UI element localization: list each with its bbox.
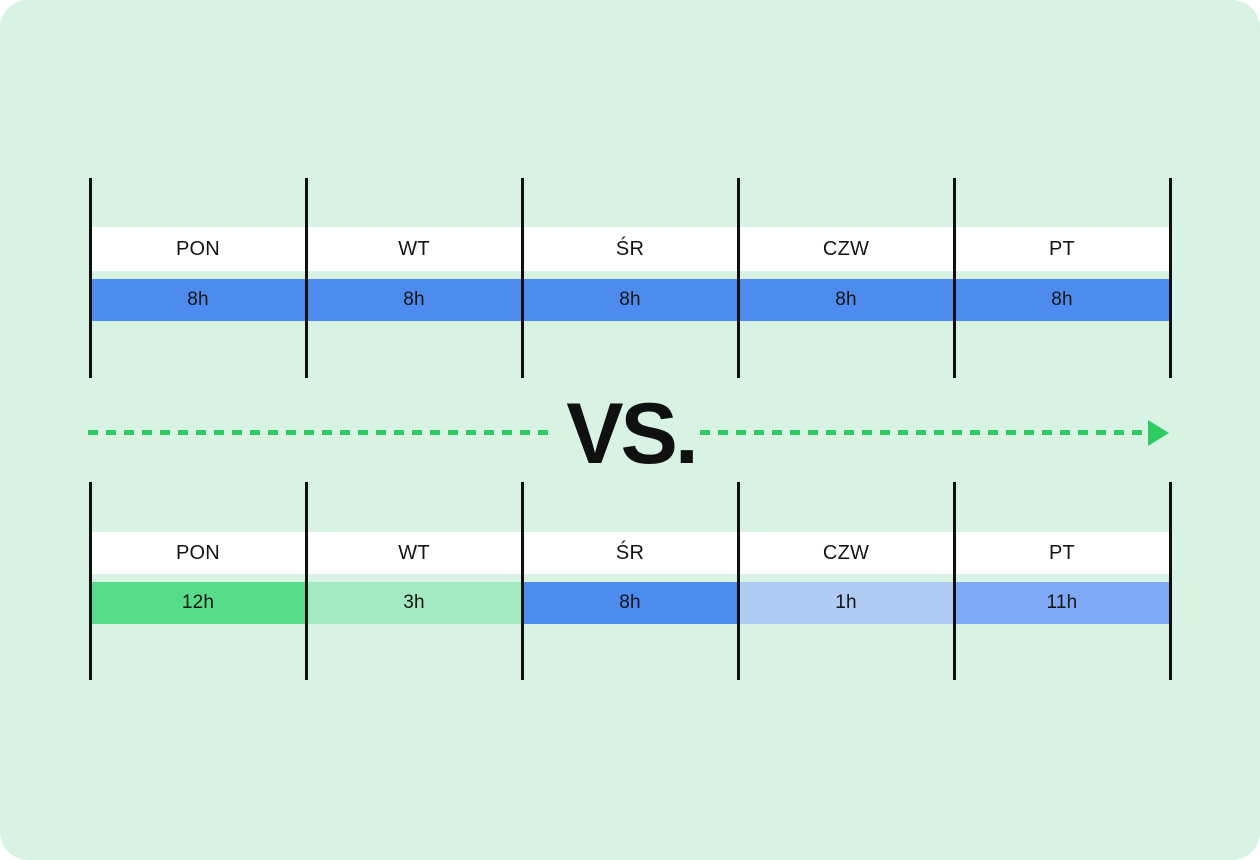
day-label-band: PON WT ŚR CZW PT: [90, 227, 1170, 271]
day-label: CZW: [822, 541, 870, 564]
arrow-dash-left: [88, 430, 553, 435]
arrow-head-icon: [1148, 420, 1169, 446]
grid-line: [736, 482, 740, 680]
day-label: PON: [176, 237, 220, 260]
grid-line: [304, 178, 308, 378]
grid-line: [1168, 178, 1172, 378]
grid-line: [88, 482, 92, 680]
schedule-chart-fixed: PON WT ŚR CZW PT 8h 8h 8h 8h 8h: [88, 178, 1172, 378]
grid-line: [952, 482, 956, 680]
grid-line: [520, 482, 524, 680]
hours-value: 8h: [954, 279, 1170, 321]
grid-line: [520, 178, 524, 378]
day-label: WT: [398, 237, 430, 260]
day-label: CZW: [822, 237, 870, 260]
grid-line: [88, 178, 92, 378]
hours-value: 12h: [90, 582, 306, 624]
day-label: ŚR: [615, 237, 645, 260]
grid-line: [1168, 482, 1172, 680]
day-label: PT: [1049, 237, 1075, 260]
grid-line: [952, 178, 956, 378]
hours-value: 8h: [522, 279, 738, 321]
arrow-dash-right: [700, 430, 1148, 435]
hours-value: 8h: [306, 279, 522, 321]
grid-line: [736, 178, 740, 378]
day-label: PON: [176, 541, 220, 564]
hours-value: 8h: [738, 279, 954, 321]
hours-value: 11h: [954, 582, 1170, 624]
grid-line: [304, 482, 308, 680]
hours-value: 8h: [522, 582, 738, 624]
hours-value: 1h: [738, 582, 954, 624]
hours-value: 8h: [90, 279, 306, 321]
day-label-band: PON WT ŚR CZW PT: [90, 532, 1170, 574]
day-label: PT: [1049, 541, 1075, 564]
hours-value: 3h: [306, 582, 522, 624]
hours-band: 12h 3h 8h 1h 11h: [90, 582, 1170, 624]
day-label: WT: [398, 541, 430, 564]
schedule-chart-flexible: PON WT ŚR CZW PT 12h 3h 8h 1h 11h: [88, 482, 1172, 680]
day-label: ŚR: [615, 541, 645, 564]
hours-band: 8h 8h 8h 8h 8h: [90, 279, 1170, 321]
vs-label: VS.: [566, 386, 699, 482]
